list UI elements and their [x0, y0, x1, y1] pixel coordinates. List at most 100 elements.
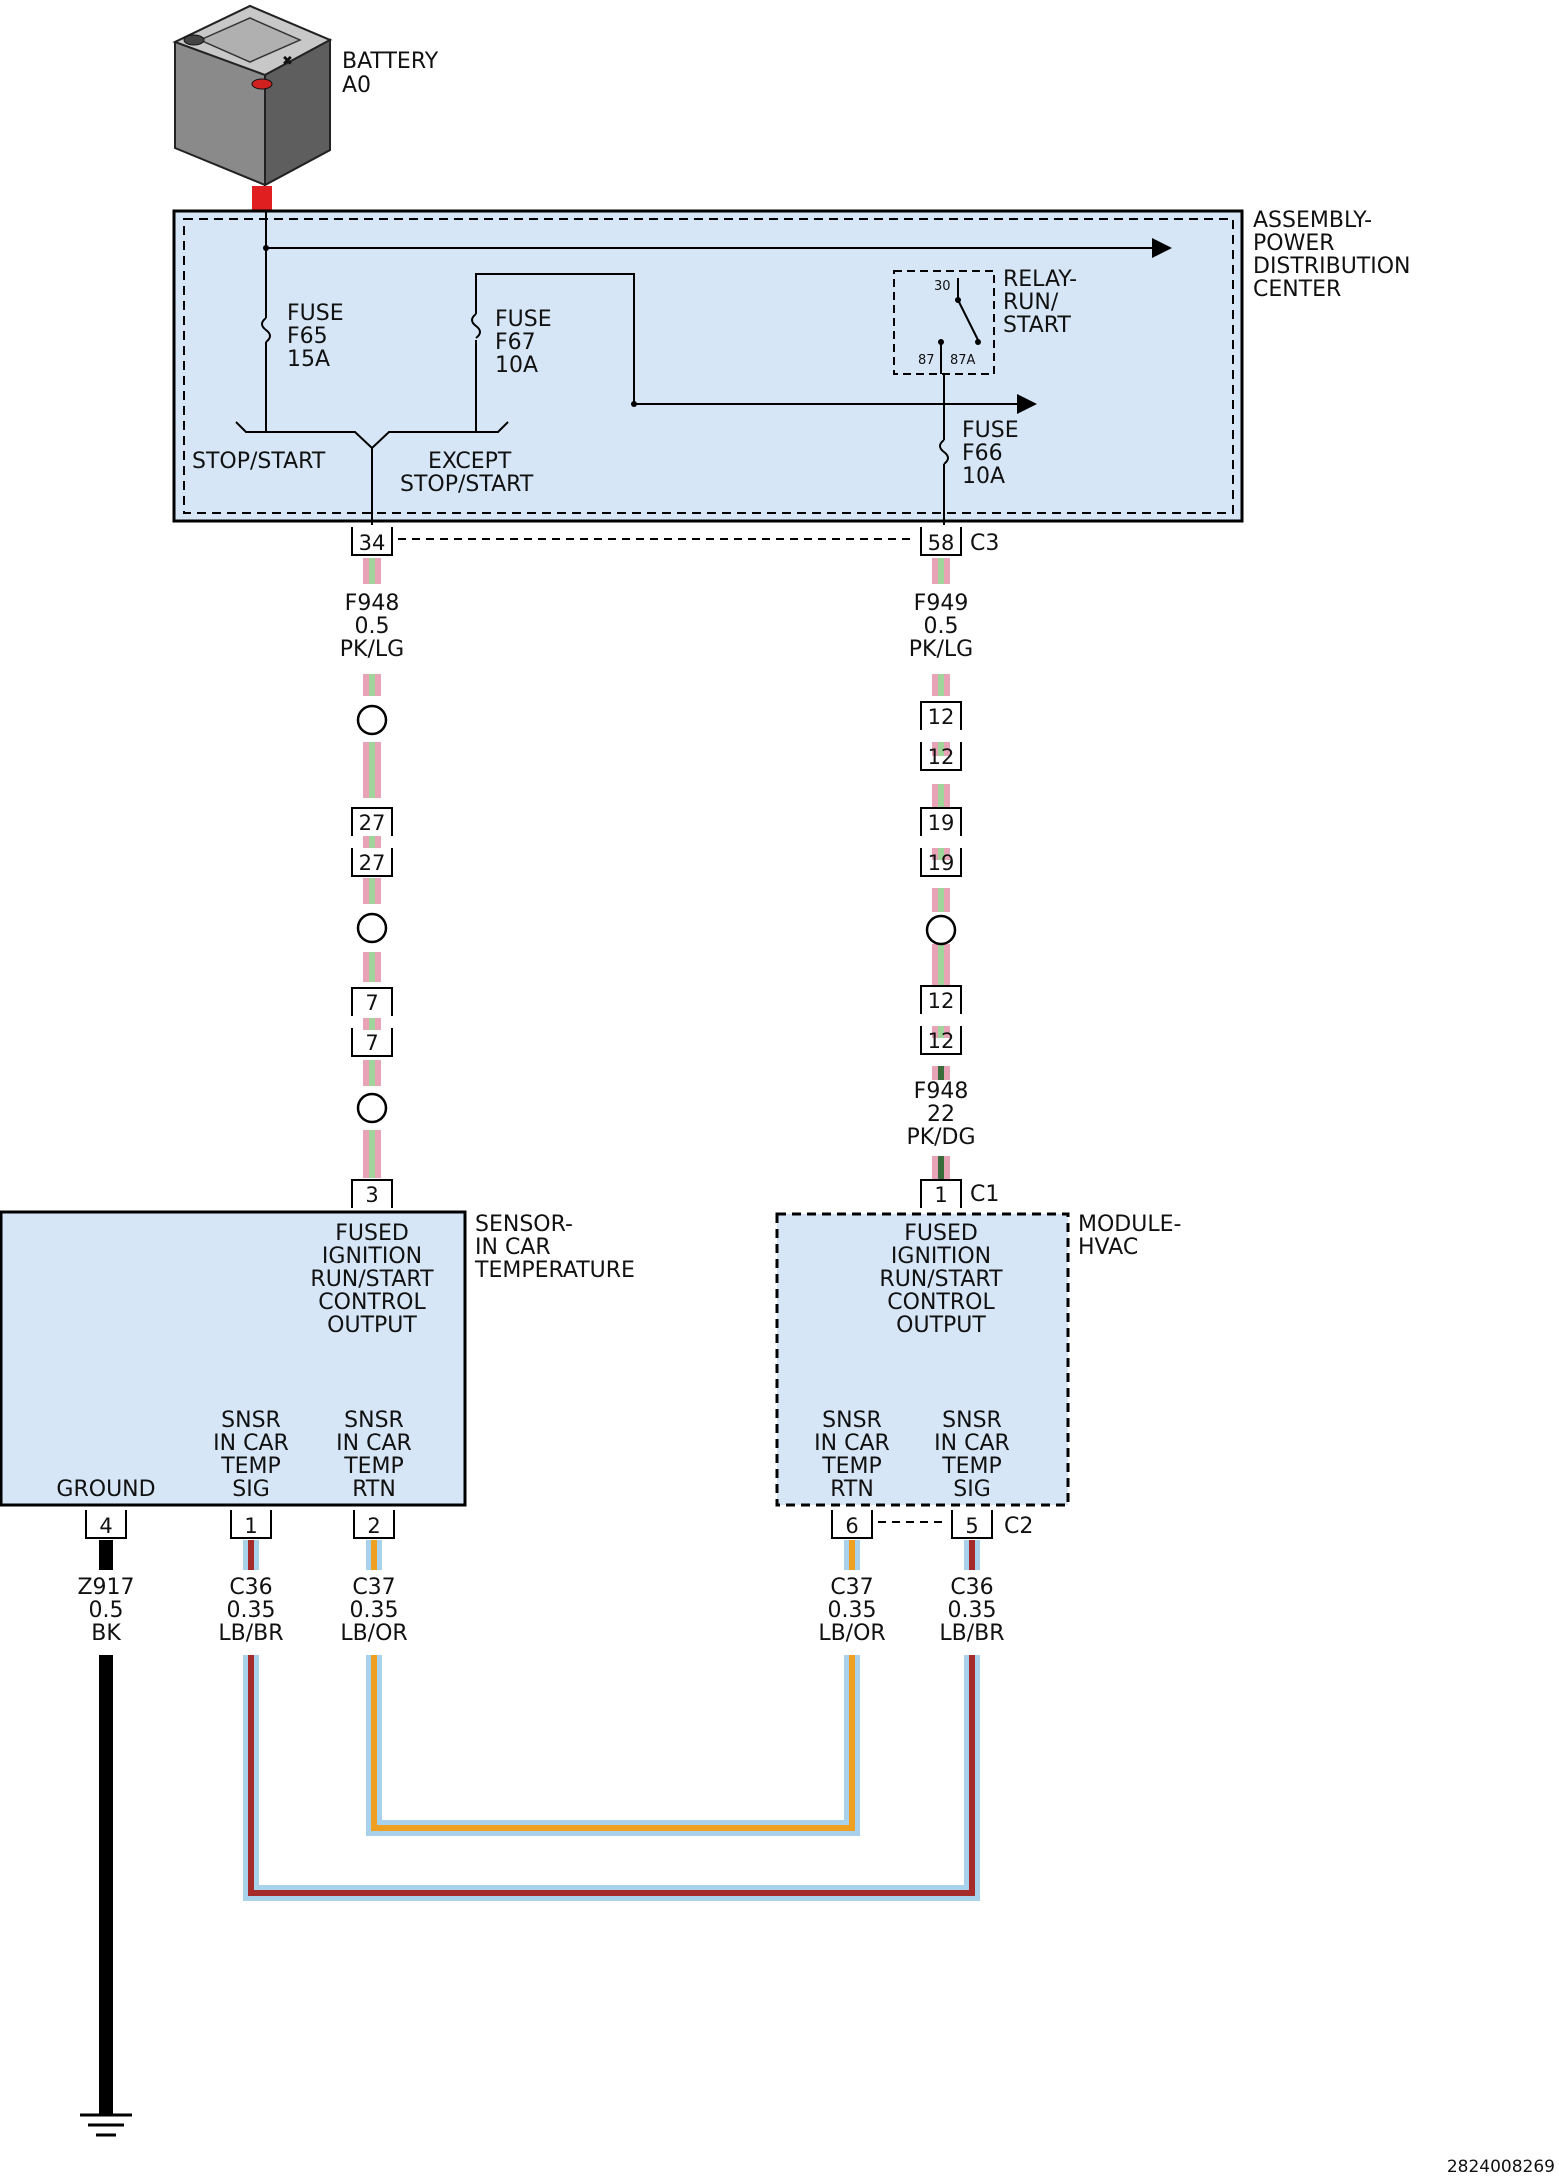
svg-text:C36: C36	[229, 1575, 272, 1600]
hvac-rtn-label: SNSR IN CAR TEMP RTN	[814, 1408, 890, 1502]
svg-text:FUSE: FUSE	[287, 301, 344, 326]
sensor-pin-1: 1	[230, 1510, 272, 1539]
svg-text:SIG: SIG	[953, 1477, 991, 1502]
hvac-name: MODULE- HVAC	[1078, 1212, 1181, 1260]
svg-text:6: 6	[845, 1514, 858, 1538]
connector-7-bottom: 7	[351, 1028, 393, 1057]
battery-id: A0	[342, 73, 371, 98]
svg-text:0.35: 0.35	[227, 1598, 276, 1623]
svg-text:10A: 10A	[495, 353, 538, 378]
svg-text:POWER: POWER	[1253, 231, 1335, 256]
svg-text:C37: C37	[830, 1575, 873, 1600]
svg-text:F67: F67	[495, 330, 536, 355]
connector-c3: 34 58 C3	[351, 527, 999, 556]
sensor-name: SENSOR- IN CAR TEMPERATURE	[474, 1212, 635, 1283]
sensor-module-box	[0, 1210, 467, 1507]
sensor-fused-ignition-label: FUSED IGNITION RUN/START CONTROL OUTPUT	[310, 1221, 434, 1338]
battery-icon: ✖	[172, 4, 333, 187]
wire-f949-pk-lg: F949 0.5 PK/LG	[909, 558, 973, 1180]
svg-text:IN CAR: IN CAR	[934, 1431, 1010, 1456]
pdc-title: ASSEMBLY- POWER DISTRIBUTION CENTER	[1253, 208, 1411, 302]
connector-12-d: 12	[920, 1026, 962, 1055]
svg-text:LB/OR: LB/OR	[340, 1621, 407, 1646]
svg-text:✖: ✖	[282, 54, 293, 69]
svg-text:CENTER: CENTER	[1253, 277, 1341, 302]
svg-text:7: 7	[365, 1031, 378, 1055]
svg-text:CONTROL: CONTROL	[318, 1290, 426, 1315]
svg-text:0.35: 0.35	[828, 1598, 877, 1623]
sensor-pin-2: 2	[353, 1510, 395, 1539]
splice-circle	[356, 704, 388, 736]
wire-c37-lb-or: C37 0.35 LB/OR C37 0.35 LB/OR	[340, 1540, 886, 1836]
svg-text:FUSE: FUSE	[495, 307, 552, 332]
svg-text:STOP/START: STOP/START	[192, 449, 326, 474]
hvac-module-box	[775, 1212, 1070, 1507]
svg-text:1: 1	[244, 1514, 257, 1538]
svg-text:0.35: 0.35	[948, 1598, 997, 1623]
svg-text:DISTRIBUTION: DISTRIBUTION	[1253, 254, 1411, 279]
svg-text:30: 30	[934, 279, 951, 294]
svg-text:7: 7	[365, 991, 378, 1015]
svg-text:12: 12	[928, 1029, 955, 1053]
svg-text:START: START	[1003, 313, 1071, 338]
svg-text:FUSE: FUSE	[962, 418, 1019, 443]
svg-text:BK: BK	[91, 1621, 121, 1646]
svg-text:0.35: 0.35	[350, 1598, 399, 1623]
svg-text:22: 22	[927, 1102, 955, 1127]
svg-text:EXCEPT: EXCEPT	[428, 449, 512, 474]
connector-19-b: 19	[920, 848, 962, 877]
connector-27-top: 27	[351, 807, 393, 836]
svg-text:3: 3	[365, 1183, 378, 1207]
svg-text:TEMP: TEMP	[343, 1454, 404, 1479]
svg-text:PK/LG: PK/LG	[909, 637, 973, 662]
svg-text:SNSR: SNSR	[822, 1408, 882, 1433]
svg-text:2: 2	[367, 1514, 380, 1538]
svg-text:IN CAR: IN CAR	[814, 1431, 890, 1456]
svg-text:OUTPUT: OUTPUT	[896, 1313, 986, 1338]
svg-text:IGNITION: IGNITION	[891, 1244, 991, 1269]
svg-text:LB/OR: LB/OR	[818, 1621, 885, 1646]
svg-text:34: 34	[359, 531, 386, 555]
connector-19-a: 19	[920, 807, 962, 836]
svg-text:4: 4	[99, 1514, 112, 1538]
svg-text:0.5: 0.5	[89, 1598, 124, 1623]
svg-text:IGNITION: IGNITION	[322, 1244, 422, 1269]
svg-text:RUN/: RUN/	[1003, 290, 1059, 315]
svg-text:27: 27	[359, 851, 386, 875]
svg-text:SIG: SIG	[232, 1477, 270, 1502]
connector-c1: 1 C1	[920, 1179, 999, 1208]
svg-text:RTN: RTN	[830, 1477, 874, 1502]
connector-12-b: 12	[920, 742, 962, 771]
svg-text:CONTROL: CONTROL	[887, 1290, 995, 1315]
connector-12-a: 12	[920, 701, 962, 730]
svg-text:F948: F948	[914, 1079, 969, 1104]
svg-text:IN CAR: IN CAR	[336, 1431, 412, 1456]
svg-text:RELAY-: RELAY-	[1003, 267, 1077, 292]
svg-text:IN CAR: IN CAR	[213, 1431, 289, 1456]
svg-text:0.5: 0.5	[924, 614, 959, 639]
relay-run-start: 30 87 87A RELAY- RUN/ START	[893, 267, 1077, 404]
svg-text:ASSEMBLY-: ASSEMBLY-	[1253, 208, 1372, 233]
diagram-id: 2824008269	[1447, 2157, 1555, 2177]
svg-text:MODULE-: MODULE-	[1078, 1212, 1181, 1237]
connector-sensor-3: 3	[351, 1179, 393, 1208]
svg-text:TEMP: TEMP	[941, 1454, 1002, 1479]
svg-text:12: 12	[928, 705, 955, 729]
svg-text:C3: C3	[970, 531, 999, 556]
sensor-sig-label: SNSR IN CAR TEMP SIG	[213, 1408, 289, 1502]
svg-text:0.5: 0.5	[355, 614, 390, 639]
svg-text:RUN/START: RUN/START	[310, 1267, 434, 1292]
svg-text:PK/DG: PK/DG	[906, 1125, 975, 1150]
svg-text:F949: F949	[914, 591, 969, 616]
svg-text:SNSR: SNSR	[221, 1408, 281, 1433]
svg-text:STOP/START: STOP/START	[400, 472, 534, 497]
svg-text:HVAC: HVAC	[1078, 1235, 1138, 1260]
svg-text:19: 19	[928, 811, 955, 835]
svg-text:F65: F65	[287, 324, 328, 349]
battery-label: BATTERY	[342, 49, 439, 74]
splice-circle	[356, 1092, 388, 1124]
svg-text:87A: 87A	[950, 353, 976, 368]
svg-text:PK/LG: PK/LG	[340, 637, 404, 662]
